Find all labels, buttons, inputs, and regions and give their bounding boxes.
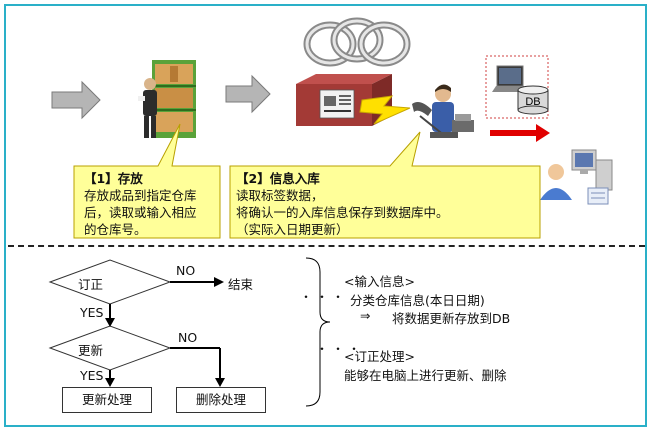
- db-system-frame: [485, 55, 549, 119]
- decision-2-label: 更新: [78, 343, 104, 358]
- end-label: 结束: [228, 277, 254, 292]
- no-label-1: NO: [176, 263, 196, 278]
- dots-2: ・・・: [316, 342, 365, 356]
- pc-user-icon: [540, 149, 613, 205]
- dots-1: ・・・: [300, 290, 349, 304]
- callout-1-shape: [73, 123, 221, 239]
- input-info-line1: 分类仓库信息(本日日期): [350, 293, 485, 308]
- scanner-operator-icon: [412, 84, 474, 138]
- decision-2-diamond: [48, 325, 172, 371]
- step2-line-3: （实际入日期更新）: [236, 222, 349, 237]
- step1-callout: 【1】存放 存放成品到指定仓库 后，读取或输入相应 的仓库号。: [84, 170, 197, 238]
- input-info-line2: 将数据更新存放到DB: [392, 311, 511, 326]
- scan-lightning-icon: [359, 95, 411, 125]
- correct-line1: 能够在电脑上进行更新、删除: [344, 368, 507, 383]
- outer-frame: [4, 4, 647, 427]
- red-transfer-arrow: [490, 124, 550, 142]
- yes-label-1: YES: [80, 305, 104, 320]
- notes-brace: [305, 257, 331, 407]
- decision-1-diamond: [48, 259, 172, 305]
- callout-2-shape: [229, 131, 541, 239]
- step2-callout: 【2】信息入库 读取标签数据， 将确认一的入库信息保存到数据库中。 （实际入日期…: [236, 170, 449, 238]
- flowchart-lines: [48, 257, 331, 407]
- step2-title: 【2】信息入库: [236, 171, 320, 186]
- process-arrow-1: [51, 80, 101, 120]
- process-delete-box: 删除处理: [176, 387, 266, 413]
- tape-rolls-icon: [303, 17, 411, 67]
- product-box-icon: [296, 74, 392, 126]
- worker-person-icon: [138, 78, 157, 138]
- process-update-box: 更新处理: [62, 387, 152, 413]
- step1-line-2: 后，读取或输入相应: [84, 205, 197, 220]
- db-label: DB: [525, 96, 540, 108]
- process-arrow-2: [225, 74, 271, 114]
- no-label-2: NO: [178, 330, 198, 345]
- warehouse-shelf-icon: [152, 60, 196, 138]
- input-info-arrow: ⇒: [360, 308, 371, 323]
- process-illustration: DB: [51, 17, 613, 239]
- input-info-title: <输入信息>: [344, 274, 415, 289]
- yes-label-2: YES: [80, 368, 104, 383]
- step1-title: 【1】存放: [84, 171, 143, 186]
- section-divider: [8, 245, 645, 247]
- step2-line-2: 将确认一的入库信息保存到数据库中。: [236, 205, 449, 220]
- correct-title: <订正处理>: [344, 349, 415, 364]
- decision-1-label: 订正: [78, 277, 104, 292]
- step1-line-1: 存放成品到指定仓库: [84, 188, 197, 203]
- step2-line-1: 读取标签数据，: [236, 188, 324, 203]
- database-cylinder-icon: [517, 85, 549, 115]
- step1-line-3: 的仓库号。: [84, 222, 147, 237]
